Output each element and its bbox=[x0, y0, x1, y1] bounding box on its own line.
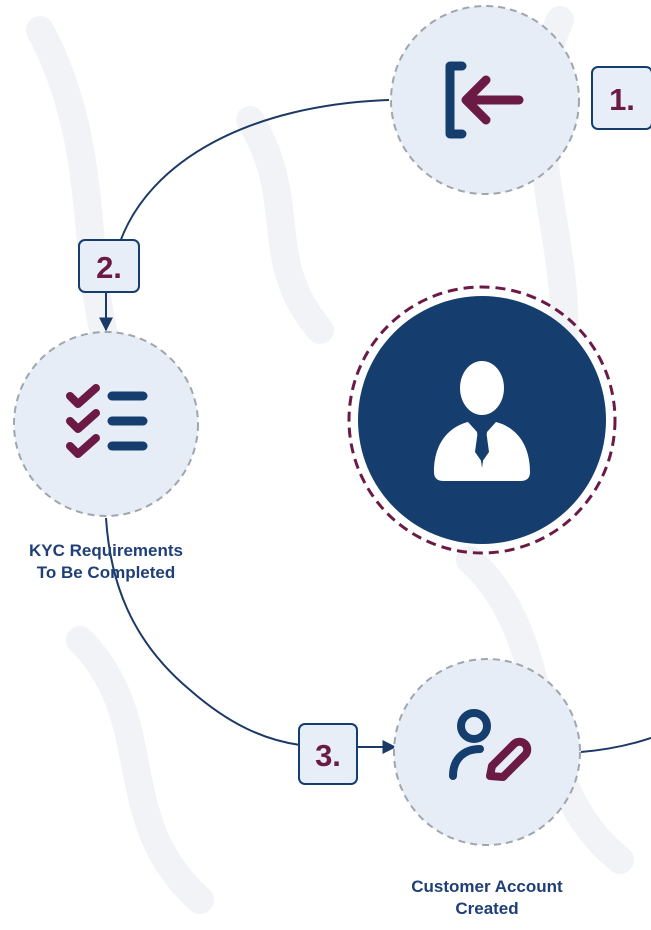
step-2: 2. bbox=[13, 239, 199, 517]
step-1: 1. bbox=[390, 5, 651, 195]
connector-1-to-2 bbox=[119, 99, 390, 243]
step-1-number-box bbox=[591, 66, 651, 130]
kyc-label-line-2: To Be Completed bbox=[36, 563, 176, 582]
account-label-line-1: Customer Account bbox=[411, 877, 563, 896]
user-edit-icon bbox=[449, 709, 532, 781]
connector-3-exit bbox=[580, 737, 651, 753]
checklist-icon bbox=[66, 384, 148, 458]
step-3: 3. bbox=[298, 658, 581, 846]
account-label: Customer Account Created bbox=[367, 876, 607, 920]
sign-in-arrow-icon bbox=[445, 61, 524, 139]
step-3-number-box bbox=[298, 723, 358, 785]
step-3-number: 3. bbox=[315, 738, 341, 773]
step-3-circle bbox=[393, 658, 581, 846]
step-2-number-box bbox=[78, 239, 140, 293]
center-avatar-dashed-ring bbox=[347, 285, 617, 555]
step-2-circle bbox=[13, 331, 199, 517]
account-label-line-2: Created bbox=[455, 899, 519, 918]
center-avatar-circle bbox=[358, 296, 606, 544]
kyc-label: KYC Requirements To Be Completed bbox=[0, 540, 212, 584]
businessman-avatar-icon bbox=[434, 361, 530, 481]
center-avatar bbox=[347, 285, 617, 555]
connector-2-to-3 bbox=[105, 517, 301, 746]
step-1-number: 1. bbox=[609, 82, 635, 117]
kyc-label-line-1: KYC Requirements bbox=[29, 541, 183, 560]
connectors bbox=[99, 99, 651, 754]
step-2-number: 2. bbox=[96, 250, 122, 285]
